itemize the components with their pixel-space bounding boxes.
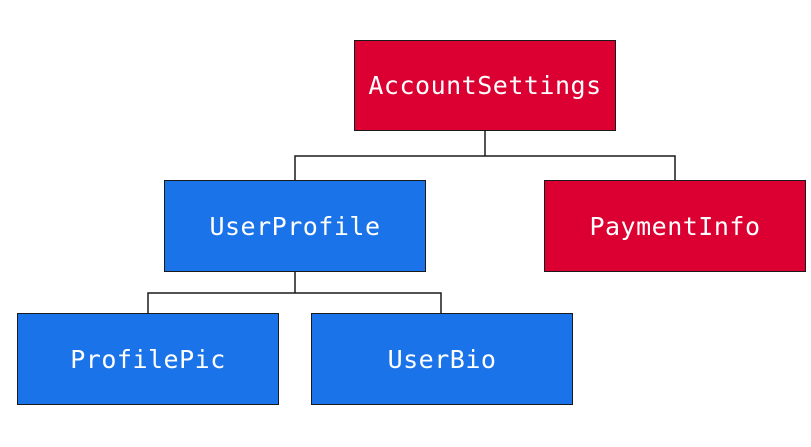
edge-bracket-level2 <box>147 292 442 313</box>
node-user-bio-label: UserBio <box>387 344 497 374</box>
node-profile-pic-label: ProfilePic <box>70 344 226 374</box>
node-profile-pic: ProfilePic <box>17 313 279 405</box>
node-payment-info: PaymentInfo <box>544 180 806 272</box>
edge-bracket-level1 <box>294 155 676 180</box>
node-user-profile: UserProfile <box>164 180 426 272</box>
node-user-bio: UserBio <box>311 313 573 405</box>
node-payment-info-label: PaymentInfo <box>589 211 761 241</box>
node-user-profile-label: UserProfile <box>209 211 381 241</box>
node-account-settings: AccountSettings <box>354 40 616 131</box>
node-account-settings-label: AccountSettings <box>368 71 602 100</box>
